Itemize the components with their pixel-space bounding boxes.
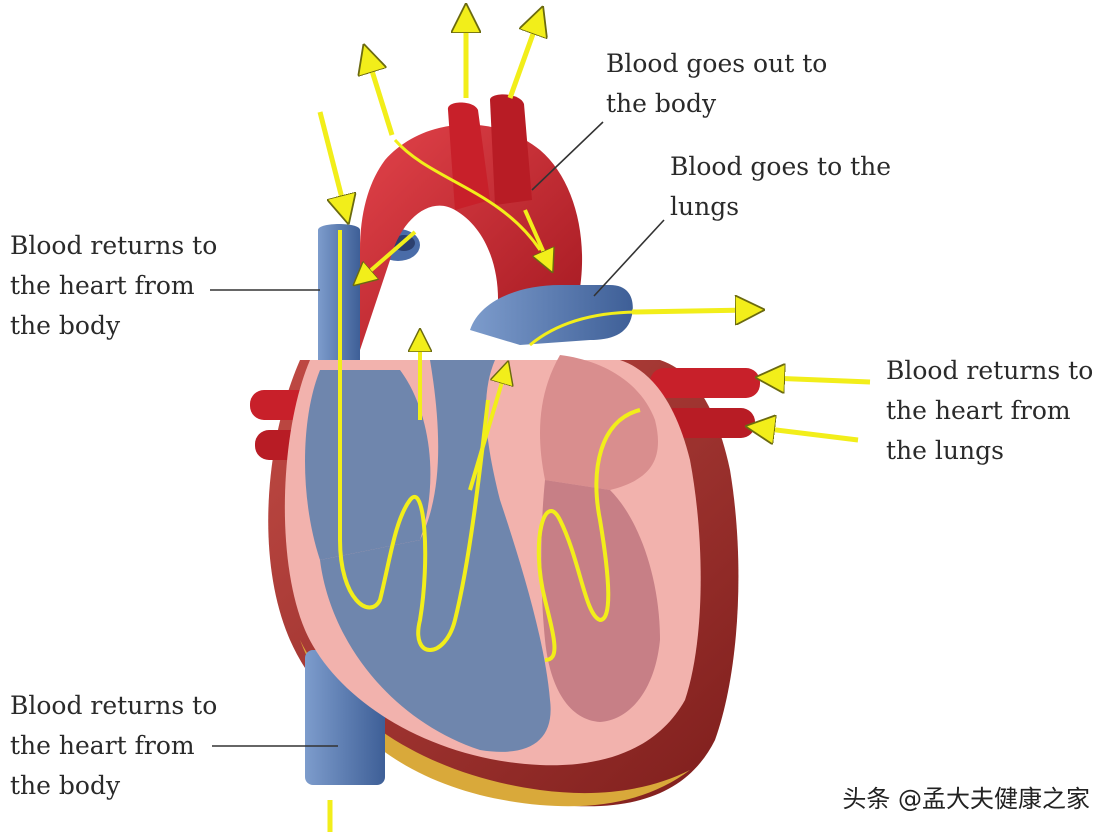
flow-line-pulmonary [529,310,641,347]
label-line: the body [10,311,121,340]
right-ventricle [320,360,551,752]
leader-to-lungs [593,219,665,297]
label-returns-body-lower: Blood returns to the heart from the body [10,686,217,806]
arrow-svc-branch [362,230,417,278]
label-line: Blood goes out to [606,49,828,78]
arrow-aorta-out-3 [507,20,538,99]
pulmonary-trunk [470,285,633,345]
label-line: lungs [670,192,740,221]
flow-line-aorta [393,139,542,251]
arrow-to-lungs [631,310,750,312]
label-line: the body [606,89,717,118]
pulmonary-vein-lower [660,408,755,438]
arrow-from-lungs-lower [760,428,859,440]
flow-line-right-heart [338,230,490,652]
arrow-aorta-down [523,209,548,262]
aortic-branch-1 [447,102,490,210]
label-line: the heart from [886,396,1071,425]
label-to-lungs: Blood goes to the lungs [670,147,891,227]
label-returns-lungs: Blood returns to the heart from the lung… [886,351,1093,471]
label-line: Blood goes to the [670,152,892,181]
label-out-to-body: Blood goes out to the body [606,44,827,124]
label-line: the body [10,771,121,800]
label-line: the heart from [10,271,195,300]
arrow-aorta-out-1 [368,58,395,136]
arrow-up-right-ventricle [468,372,505,491]
label-line: Blood returns to [886,356,1094,385]
label-line: the heart from [10,731,195,760]
arrow-from-lungs-upper [770,378,871,382]
flow-line-left-heart [536,408,641,662]
pulmonary-vein-upper [650,368,760,398]
leader-out-to-body [531,121,604,191]
label-returns-body-upper: Blood returns to the heart from the body [10,226,217,346]
watermark: 头条 @孟大夫健康之家 [842,785,1090,813]
label-line: the lungs [886,436,1004,465]
right-atrium [305,370,431,560]
aortic-branch-2 [490,94,532,205]
arrow-into-svc [317,111,345,210]
label-line: Blood returns to [10,231,218,260]
left-atrium [540,355,658,490]
label-line: Blood returns to [10,691,218,720]
left-ventricle [541,480,660,722]
fat-deposit [300,640,690,807]
